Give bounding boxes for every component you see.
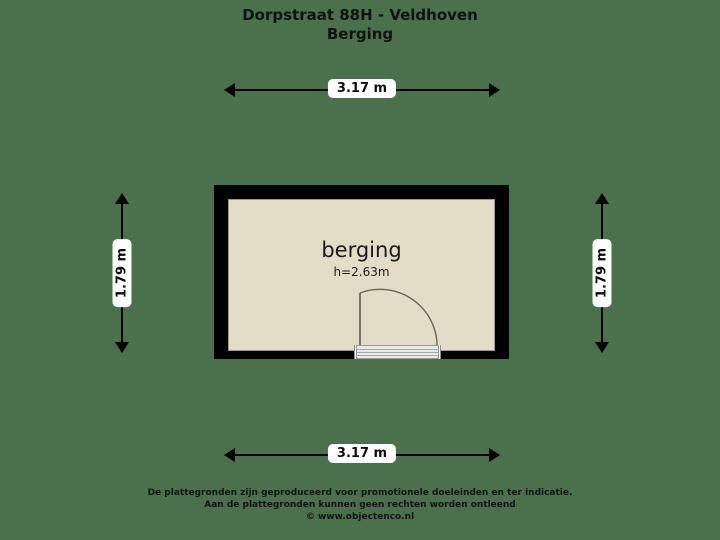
arrow-left-icon xyxy=(224,83,235,97)
door-jamb-right xyxy=(438,345,441,359)
dimension-right-label: 1.79 m xyxy=(592,238,612,308)
arrow-right-icon xyxy=(489,448,500,462)
disclaimer-line-2: Aan de plattegronden kunnen geen rechten… xyxy=(204,500,516,510)
disclaimer-line-1: De plattegronden zijn geproduceerd voor … xyxy=(147,488,573,498)
dimension-bottom-label: 3.17 m xyxy=(327,444,397,463)
room-label-group: berging h=2.63m xyxy=(228,238,495,280)
dimension-top: 3.17 m xyxy=(224,79,500,100)
arrow-up-icon xyxy=(595,193,609,204)
arrow-left-icon xyxy=(224,448,235,462)
door-swing-icon xyxy=(359,288,438,351)
dimension-left-label: 1.79 m xyxy=(112,238,132,308)
arrow-down-icon xyxy=(595,342,609,353)
page-title: Dorpstraat 88H - Veldhoven Berging xyxy=(0,6,720,44)
dimension-left: 1.79 m xyxy=(112,193,132,353)
disclaimer-website: © www.objectenco.nl xyxy=(305,512,415,522)
arrow-up-icon xyxy=(115,193,129,204)
arrow-down-icon xyxy=(115,342,129,353)
door-threshold xyxy=(357,345,438,359)
room-name-label: berging xyxy=(321,238,402,262)
room-height-label: h=2.63m xyxy=(333,265,390,279)
room-berging xyxy=(228,199,495,351)
dimension-right: 1.79 m xyxy=(592,193,612,353)
title-subtitle: Berging xyxy=(326,25,394,43)
arrow-right-icon xyxy=(489,83,500,97)
dimension-top-label: 3.17 m xyxy=(327,79,397,98)
door-jamb-left xyxy=(354,345,357,359)
title-address: Dorpstraat 88H - Veldhoven xyxy=(242,6,478,24)
dimension-bottom: 3.17 m xyxy=(224,444,500,465)
disclaimer: De plattegronden zijn geproduceerd voor … xyxy=(0,487,720,523)
